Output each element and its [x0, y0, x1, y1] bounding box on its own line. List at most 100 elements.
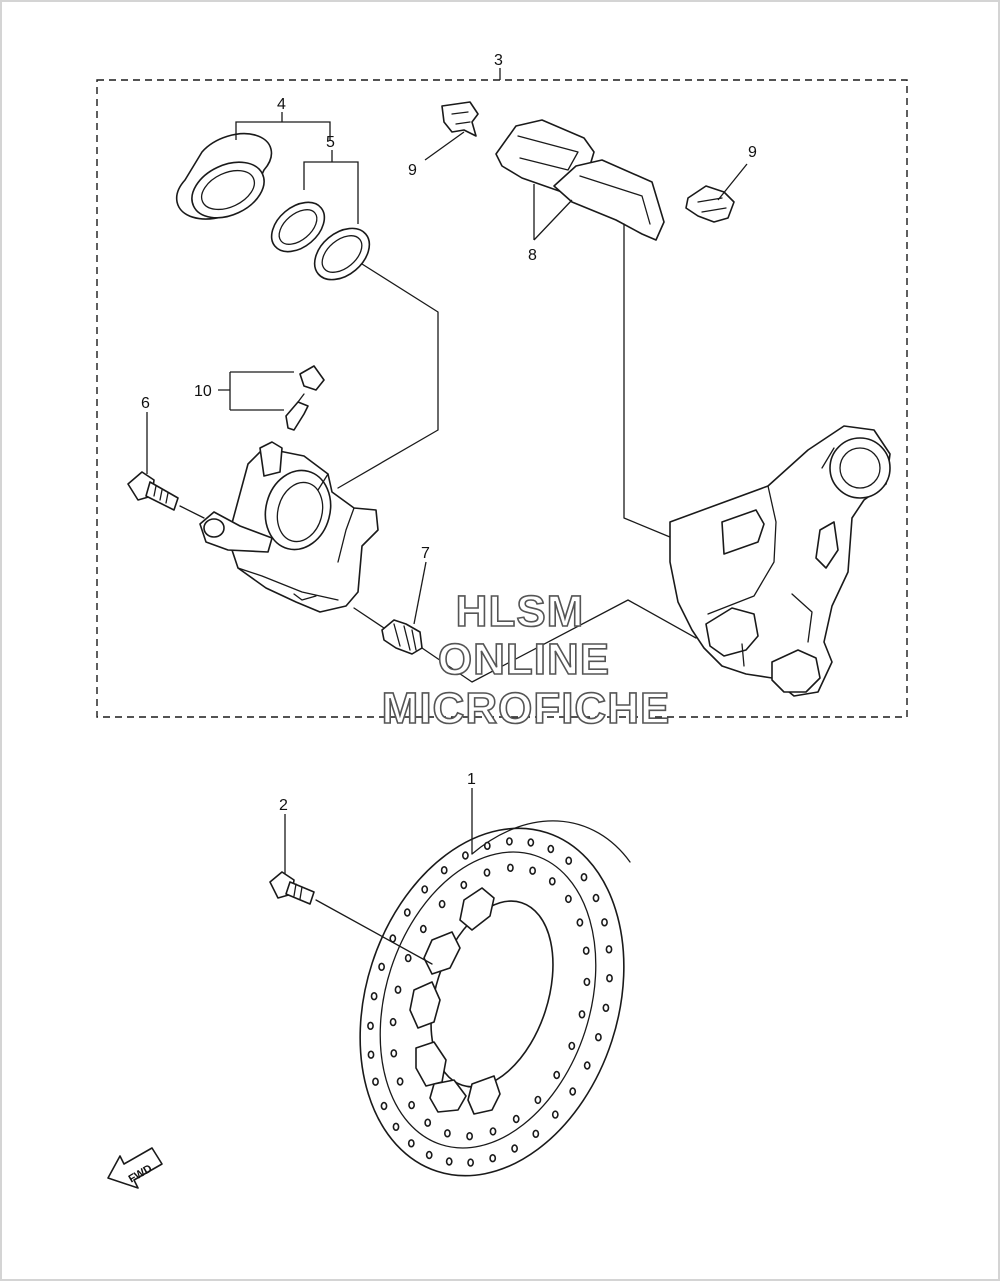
disc-bolt [269, 871, 315, 905]
caliper-bracket [669, 425, 891, 697]
drill-hole [489, 1127, 497, 1136]
drill-hole [534, 1095, 542, 1105]
pad-axis-line [623, 223, 683, 543]
watermark: HLSM ONLINE MICROFICHE [381, 586, 671, 734]
callout-8: 8 [528, 247, 537, 264]
drill-hole [403, 908, 411, 917]
drill-hole [548, 877, 556, 886]
drill-hole [580, 872, 588, 882]
pad-spring-clip-right [685, 185, 735, 223]
drill-hole [378, 962, 385, 971]
drill-hole [532, 1129, 540, 1139]
slide-pin-boot [381, 619, 423, 655]
callout-3: 3 [494, 52, 503, 69]
bleeder-screw [285, 393, 309, 431]
drill-hole [367, 1021, 374, 1030]
drill-hole [583, 1061, 591, 1070]
drill-hole [602, 1003, 610, 1012]
drill-hole [370, 991, 378, 1001]
drill-hole [553, 1070, 561, 1080]
drill-hole [461, 851, 469, 860]
pin-axis-line [353, 599, 697, 683]
drill-hole [392, 1122, 400, 1132]
drill-hole [565, 856, 573, 865]
callout-2: 2 [279, 797, 288, 814]
drill-hole [547, 844, 555, 854]
drill-hole [527, 838, 535, 847]
drill-hole [440, 865, 448, 875]
drill-hole [506, 863, 514, 872]
callout-10: 10 [194, 383, 212, 400]
drill-hole [438, 899, 446, 909]
piston-seal-outer [313, 227, 371, 281]
caliper-bolt [127, 471, 179, 511]
drill-hole [505, 837, 513, 846]
drill-hole [460, 880, 468, 890]
drill-hole [512, 1114, 520, 1124]
drill-hole [425, 1150, 433, 1160]
fwd-arrow-icon: FWD [107, 1147, 163, 1189]
drill-hole [443, 1129, 451, 1138]
piston-seal-inner [270, 201, 326, 253]
drill-hole [582, 946, 590, 955]
drill-hole [605, 945, 613, 954]
drill-hole [568, 1041, 576, 1051]
drill-hole [565, 894, 572, 904]
drill-hole [390, 1049, 398, 1058]
drill-hole [592, 893, 600, 903]
drill-hole [576, 918, 584, 927]
drill-hole [569, 1087, 577, 1096]
callout-5: 5 [326, 134, 335, 151]
drill-hole [483, 868, 491, 877]
drill-hole [389, 1017, 397, 1027]
callout-7: 7 [421, 545, 430, 562]
drill-hole [483, 841, 491, 850]
drill-hole [529, 866, 536, 875]
drill-hole [419, 924, 427, 934]
callout-9-left: 9 [408, 162, 417, 179]
drill-hole [467, 1158, 474, 1167]
drill-hole [606, 973, 613, 983]
callout-9-right: 9 [748, 144, 757, 161]
disc-carrier-cutouts [409, 887, 501, 1115]
caliper-body [199, 441, 379, 613]
leader-5 [303, 150, 359, 224]
drill-hole [404, 953, 412, 963]
bolt-axis-line [179, 505, 205, 519]
drill-hole [396, 1077, 404, 1086]
brake-disc [359, 820, 631, 1177]
callout-6: 6 [141, 395, 150, 412]
drill-hole [372, 1077, 379, 1086]
leader-8 [533, 184, 573, 241]
callout-1: 1 [467, 771, 476, 788]
pad-spring-clip-left [441, 101, 479, 137]
watermark-line-3: MICROFICHE [382, 684, 671, 733]
piston-axis-line [337, 263, 439, 489]
drill-hole [380, 1101, 388, 1111]
disc-bolt-axis-line [315, 899, 433, 965]
leader-4 [235, 112, 331, 140]
drill-hole [367, 1050, 375, 1059]
drill-hole [578, 1010, 586, 1019]
leader-9-right [717, 163, 748, 201]
drill-hole [466, 1131, 473, 1141]
drill-hole [489, 1153, 497, 1163]
drill-hole [408, 1100, 415, 1110]
leader-7 [413, 561, 427, 625]
disc-drill-holes [367, 837, 613, 1167]
drill-hole [595, 1032, 602, 1042]
drill-hole [601, 918, 608, 927]
bleeder-cap [299, 365, 325, 391]
leader-10 [218, 371, 294, 411]
watermark-line-2: ONLINE [438, 635, 610, 684]
callout-4: 4 [277, 96, 286, 113]
drill-hole [407, 1139, 415, 1148]
drill-hole [583, 977, 591, 987]
drill-hole [551, 1110, 559, 1119]
drill-hole [445, 1157, 453, 1166]
drill-hole [424, 1118, 432, 1127]
drill-hole [421, 885, 429, 894]
drill-hole [394, 985, 402, 994]
